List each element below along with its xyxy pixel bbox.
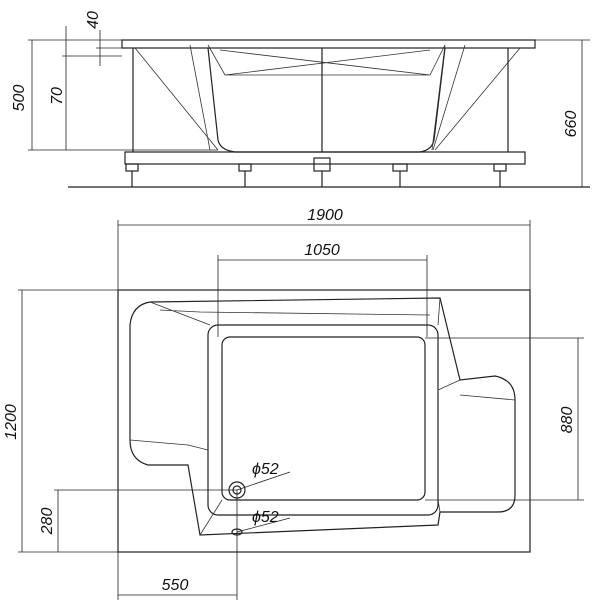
dim-label-basin-length: 1050: [304, 242, 340, 259]
dim-label-basin-width: 880: [559, 407, 576, 434]
support-legs: [125, 48, 509, 187]
basin-floor: [221, 336, 426, 501]
dim-label-total-depth: 500: [11, 85, 28, 112]
base-frame: [124, 151, 526, 165]
basin-outer: [207, 324, 439, 516]
tub-rim-contour: [129, 297, 516, 536]
plan-view: ϕ52 ϕ52 1900 1050 1200 880 280 550: [3, 207, 584, 600]
dim-label-drain-offset-x: 550: [162, 577, 189, 594]
dim-label-skirt-offset: 70: [49, 87, 66, 105]
side-view: 500 70 40 660: [11, 11, 590, 188]
overflow-diameter-label: ϕ52: [252, 509, 279, 526]
contour-lines: [129, 297, 516, 536]
dim-label-rim-thickness: 40: [85, 11, 102, 29]
dim-label-length: 1900: [307, 207, 343, 224]
rim: [121, 39, 536, 49]
drain-diameter-label: ϕ52: [252, 461, 279, 478]
tub-contour-lines: [134, 44, 521, 151]
dim-label-drain-offset-y: 280: [39, 508, 56, 536]
dim-label-width: 1200: [3, 404, 20, 440]
dim-label-total-height: 660: [563, 111, 580, 138]
tub-body: [207, 47, 446, 153]
tub-outline: [117, 289, 531, 553]
